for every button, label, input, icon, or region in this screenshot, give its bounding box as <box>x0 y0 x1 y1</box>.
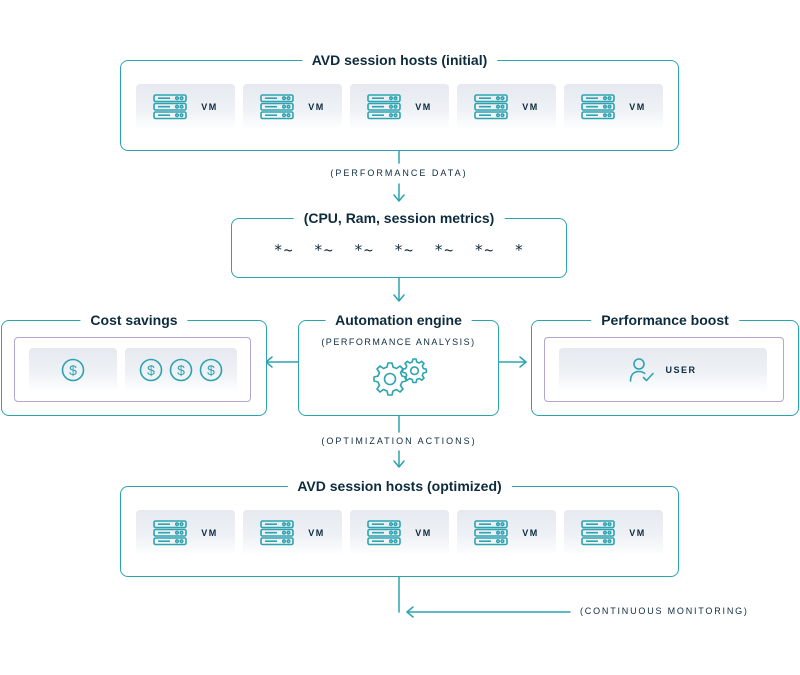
user-label: USER <box>665 365 697 375</box>
vm-label: VM <box>629 528 646 538</box>
server-icon <box>474 520 509 546</box>
vm-label: VM <box>415 528 432 538</box>
vm-tile: VM <box>564 510 663 556</box>
performance-data-label: (PERFORMANCE DATA) <box>330 168 468 178</box>
vm-row: VM VM VM VM VM <box>136 84 663 130</box>
svg-text:$: $ <box>147 362 155 378</box>
automation-engine-title: Automation engine <box>325 311 472 329</box>
metrics-title: (CPU, Ram, session metrics) <box>293 209 505 227</box>
svg-text:$: $ <box>69 362 77 378</box>
vm-tile: VM <box>564 84 663 130</box>
optimization-actions-label: (OPTIMIZATION ACTIONS) <box>321 436 477 446</box>
vm-label: VM <box>415 102 432 112</box>
initial-hosts-title: AVD session hosts (initial) <box>301 51 498 69</box>
user-tile: USER <box>559 348 767 392</box>
server-icon <box>474 94 509 120</box>
vm-label: VM <box>522 102 539 112</box>
optimized-hosts-box: AVD session hosts (optimized) VM VM VM V… <box>120 477 679 577</box>
automation-engine-subtitle: (PERFORMANCE ANALYSIS) <box>321 337 476 347</box>
performance-boost-box: Performance boost USER <box>531 311 799 416</box>
vm-tile: VM <box>243 510 342 556</box>
vm-tile: VM <box>350 84 449 130</box>
server-icon <box>581 520 616 546</box>
dollar-coin-icon: $ <box>169 358 193 382</box>
server-icon <box>581 94 616 120</box>
server-icon <box>367 94 402 120</box>
vm-label: VM <box>308 528 325 538</box>
vm-label: VM <box>201 528 218 538</box>
dollar-coin-icon: $ <box>139 358 163 382</box>
single-savings-tile: $ <box>29 348 117 392</box>
metrics-sparkline: *~ *~ *~ *~ *~ *~ * <box>273 241 525 259</box>
vm-tile: VM <box>350 510 449 556</box>
dollar-coin-icon: $ <box>199 358 223 382</box>
vm-tile: VM <box>457 84 556 130</box>
continuous-monitoring-label: (CONTINUOUS MONITORING) <box>580 606 749 616</box>
vm-tile: VM <box>457 510 556 556</box>
vm-tile: VM <box>136 84 235 130</box>
server-icon <box>367 520 402 546</box>
user-check-icon <box>630 358 655 382</box>
vm-row: VM VM VM VM VM <box>136 510 663 556</box>
optimized-hosts-title: AVD session hosts (optimized) <box>287 477 512 495</box>
server-icon <box>153 520 188 546</box>
svg-text:$: $ <box>177 362 185 378</box>
svg-text:$: $ <box>207 362 215 378</box>
vm-label: VM <box>308 102 325 112</box>
server-icon <box>153 94 188 120</box>
cost-savings-title: Cost savings <box>80 311 188 329</box>
server-icon <box>260 94 295 120</box>
gears-icon <box>373 358 428 396</box>
vm-label: VM <box>629 102 646 112</box>
vm-tile: VM <box>136 510 235 556</box>
server-icon <box>260 520 295 546</box>
performance-boost-title: Performance boost <box>591 311 739 329</box>
cost-savings-panel: $ $ $ $ <box>14 337 251 402</box>
vm-label: VM <box>522 528 539 538</box>
performance-boost-panel: USER <box>544 337 784 402</box>
dollar-coin-icon: $ <box>61 358 85 382</box>
vm-tile: VM <box>243 84 342 130</box>
vm-label: VM <box>201 102 218 112</box>
automation-engine-box: Automation engine (PERFORMANCE ANALYSIS) <box>298 311 499 416</box>
initial-hosts-box: AVD session hosts (initial) VM VM VM VM … <box>120 51 679 151</box>
cost-savings-box: Cost savings $ $ $ $ <box>1 311 267 416</box>
metrics-box: (CPU, Ram, session metrics) *~ *~ *~ *~ … <box>231 209 567 278</box>
triple-savings-tile: $ $ $ <box>125 348 237 392</box>
